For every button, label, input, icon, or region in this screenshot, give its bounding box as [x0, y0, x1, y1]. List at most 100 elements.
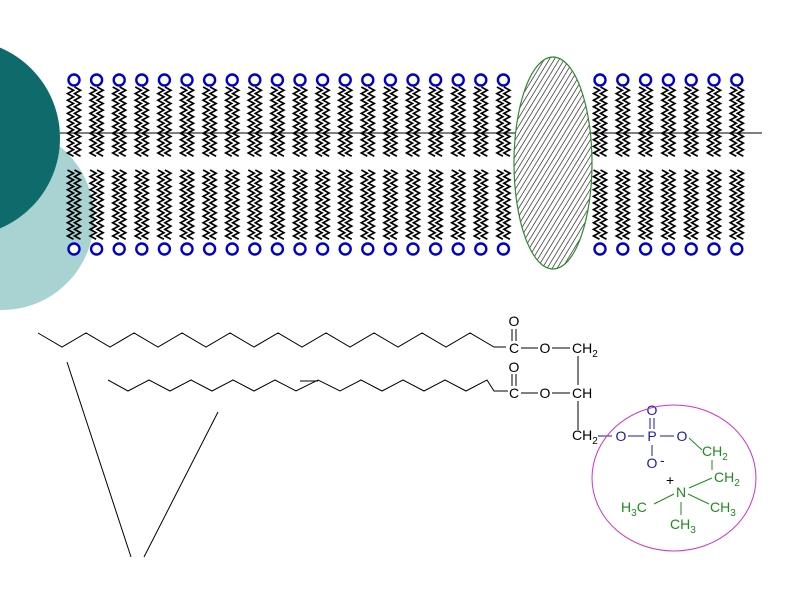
upper-lipid-tail [253, 86, 264, 158]
methyl-left: H3C [621, 499, 647, 519]
upper-lipid-head [638, 73, 653, 87]
upper-lipid-tail [705, 86, 716, 158]
upper-lipid-tail [133, 86, 144, 158]
lower-lipid-head [661, 242, 676, 256]
lower-lipid-tail [382, 169, 392, 241]
lower-lipid-tail [456, 169, 467, 241]
upper-lipid-tail [140, 86, 151, 158]
upper-lipid-head [730, 73, 744, 87]
lower-lipid-tail [427, 169, 437, 241]
upper-lipid-tail [449, 86, 460, 158]
protein-hatch-line [514, 57, 581, 269]
upper-lipid-tail [95, 86, 105, 158]
membrane-protein [513, 50, 775, 280]
lower-lipid-tail [728, 169, 739, 241]
lower-lipid-tail [495, 169, 505, 241]
protein-hatch-line [514, 57, 571, 269]
lower-lipid-tail [614, 169, 625, 241]
upper-lipid-head [202, 73, 217, 87]
lower-lipid-head [593, 242, 607, 256]
phosphorus-atom: P [647, 428, 656, 444]
lower-lipid-tail [660, 169, 670, 241]
upper-lipid-head [684, 73, 698, 87]
lower-lipid-tail [404, 169, 415, 241]
lower-lipid-tail [230, 169, 241, 241]
lower-lipid-tail [434, 169, 444, 241]
protein-hatch-line [635, 50, 775, 280]
phosphate-ester-oxygen: O [616, 428, 627, 444]
upper-lipid-head [616, 73, 630, 87]
lower-lipid-tail [591, 169, 602, 241]
choline-ch2-b: CH2 [714, 469, 740, 489]
upper-lipid-head [157, 73, 172, 87]
upper-lipid-tail [117, 86, 128, 158]
unsaturated-fatty-acid-chain [107, 379, 508, 392]
lower-lipid-head [157, 242, 172, 256]
upper-lipid-tail [298, 86, 309, 158]
upper-lipid-tail [389, 86, 399, 158]
ester-carbon-2: C [509, 385, 519, 401]
lower-lipid-tail [276, 169, 286, 241]
upper-lipid-head [67, 73, 81, 87]
lower-lipid-tail [502, 169, 512, 241]
lower-lipid-tail [110, 169, 121, 241]
lower-lipid-tail [449, 169, 460, 241]
upper-lipid-tail [291, 86, 302, 158]
lower-lipid-head [428, 242, 443, 256]
ch2-n-bond [688, 477, 713, 489]
upper-lipid-tail [314, 86, 324, 158]
upper-lipid-tail [667, 86, 677, 158]
upper-lipid-tail [359, 86, 370, 158]
phosphate-top-oxygen: O [647, 402, 658, 418]
upper-lipid-head [135, 73, 149, 87]
upper-lipid-tail [598, 86, 609, 158]
upper-lipid-head [707, 73, 721, 87]
upper-lipid-tail [163, 86, 173, 158]
ester-carbon-1: C [509, 340, 519, 356]
pointer-line-right [143, 411, 219, 558]
upper-lipid-tail [479, 86, 490, 158]
lower-lipid-head [496, 242, 511, 256]
protein-hatch-line [514, 57, 592, 269]
choline-nitrogen: N [676, 484, 686, 500]
lower-lipid-tail [72, 169, 83, 241]
protein-hatch-line [514, 57, 592, 269]
glycerol-ch2-3: CH2 [572, 427, 598, 447]
lower-lipid-tail [291, 169, 302, 241]
upper-lipid-tail [343, 86, 354, 158]
phosphate-anion-oxygen: O [647, 455, 658, 471]
upper-lipid-tail [336, 86, 347, 158]
glycerol-ch2-1: CH2 [572, 340, 598, 360]
upper-lipid-tail [495, 86, 505, 158]
upper-lipid-tail [637, 86, 647, 158]
lower-lipid-tail [637, 169, 647, 241]
upper-lipid-head [112, 73, 126, 87]
upper-lipid-tail [502, 86, 512, 158]
upper-lipid-tail [366, 86, 377, 158]
upper-lipid-tail [735, 86, 746, 158]
upper-lipid-tail [185, 86, 196, 158]
lower-lipid-tail [366, 169, 377, 241]
upper-lipid-head [248, 73, 262, 87]
upper-lipid-tail [208, 86, 218, 158]
lower-lipid-head [684, 242, 698, 256]
protein-hatch-line [514, 57, 592, 269]
lower-lipid-head [89, 242, 104, 256]
upper-lipid-tail [660, 86, 670, 158]
protein-hatch-line [529, 57, 592, 269]
lower-lipid-tail [735, 169, 746, 241]
upper-lipid-head [180, 73, 194, 87]
protein-hatch-line [534, 57, 592, 269]
lower-lipid-tail [359, 169, 370, 241]
lower-lipid-tail [117, 169, 128, 241]
phosphatidylcholine-structure [37, 329, 579, 558]
lower-lipid-tail [185, 169, 196, 241]
upper-lipid-head [593, 73, 607, 87]
glycerol-ch-2: CH [572, 385, 592, 401]
protein-hatch-line [514, 57, 592, 269]
upper-lipid-tail [728, 86, 739, 158]
protein-hatch-line [514, 57, 556, 269]
protein-hatch-line [524, 57, 592, 269]
lower-lipid-tail [667, 169, 677, 241]
lower-lipid-tail [321, 169, 331, 241]
